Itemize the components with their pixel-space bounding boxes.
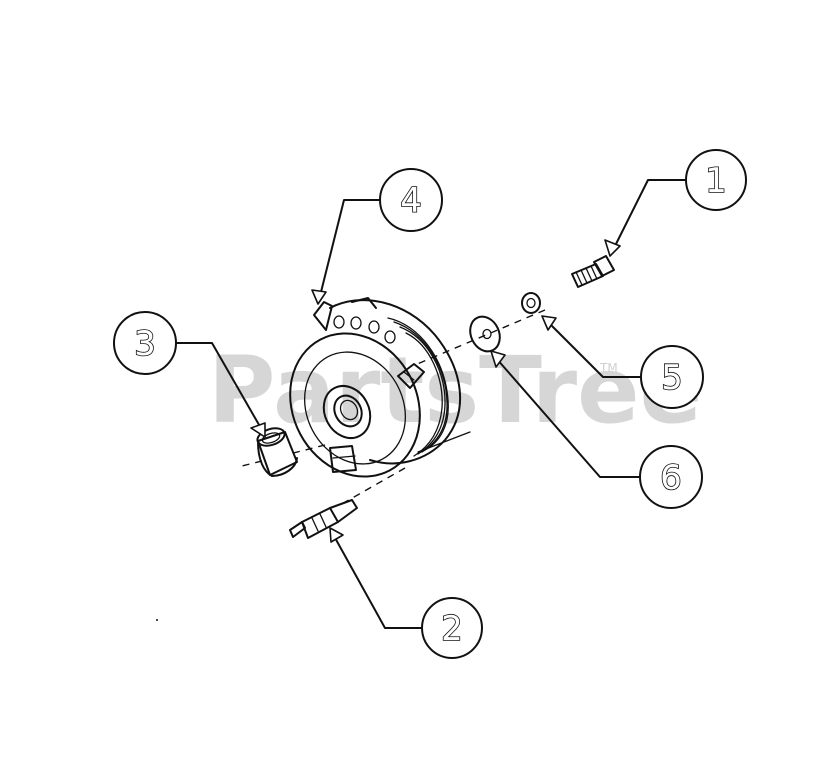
callout-2[interactable]: 2 (421, 597, 483, 659)
watermark: PartsTree TM (208, 337, 702, 444)
callout-4-number: 4 (400, 181, 422, 221)
callout-1[interactable]: 1 (685, 149, 747, 211)
mounting-bolt (571, 255, 615, 288)
callout-6-number: 6 (660, 458, 682, 498)
leader-lines (175, 179, 687, 629)
callout-3[interactable]: 3 (113, 311, 177, 375)
watermark-trademark: TM (599, 361, 618, 375)
callout-6[interactable]: 6 (639, 445, 703, 509)
watermark-text: PartsTree (208, 337, 702, 444)
callout-5-number: 5 (661, 358, 683, 398)
spacer-bushing (256, 427, 298, 477)
callout-5[interactable]: 5 (640, 345, 704, 409)
speck (156, 619, 158, 621)
callout-1-number: 1 (705, 161, 727, 201)
callout-3-number: 3 (134, 324, 156, 364)
pto-clutch-body (289, 297, 471, 478)
flat-washer (469, 315, 501, 353)
callout-4[interactable]: 4 (379, 168, 443, 232)
lock-washer (521, 292, 541, 314)
callout-2-number: 2 (441, 609, 463, 649)
shaft-key (289, 499, 358, 539)
